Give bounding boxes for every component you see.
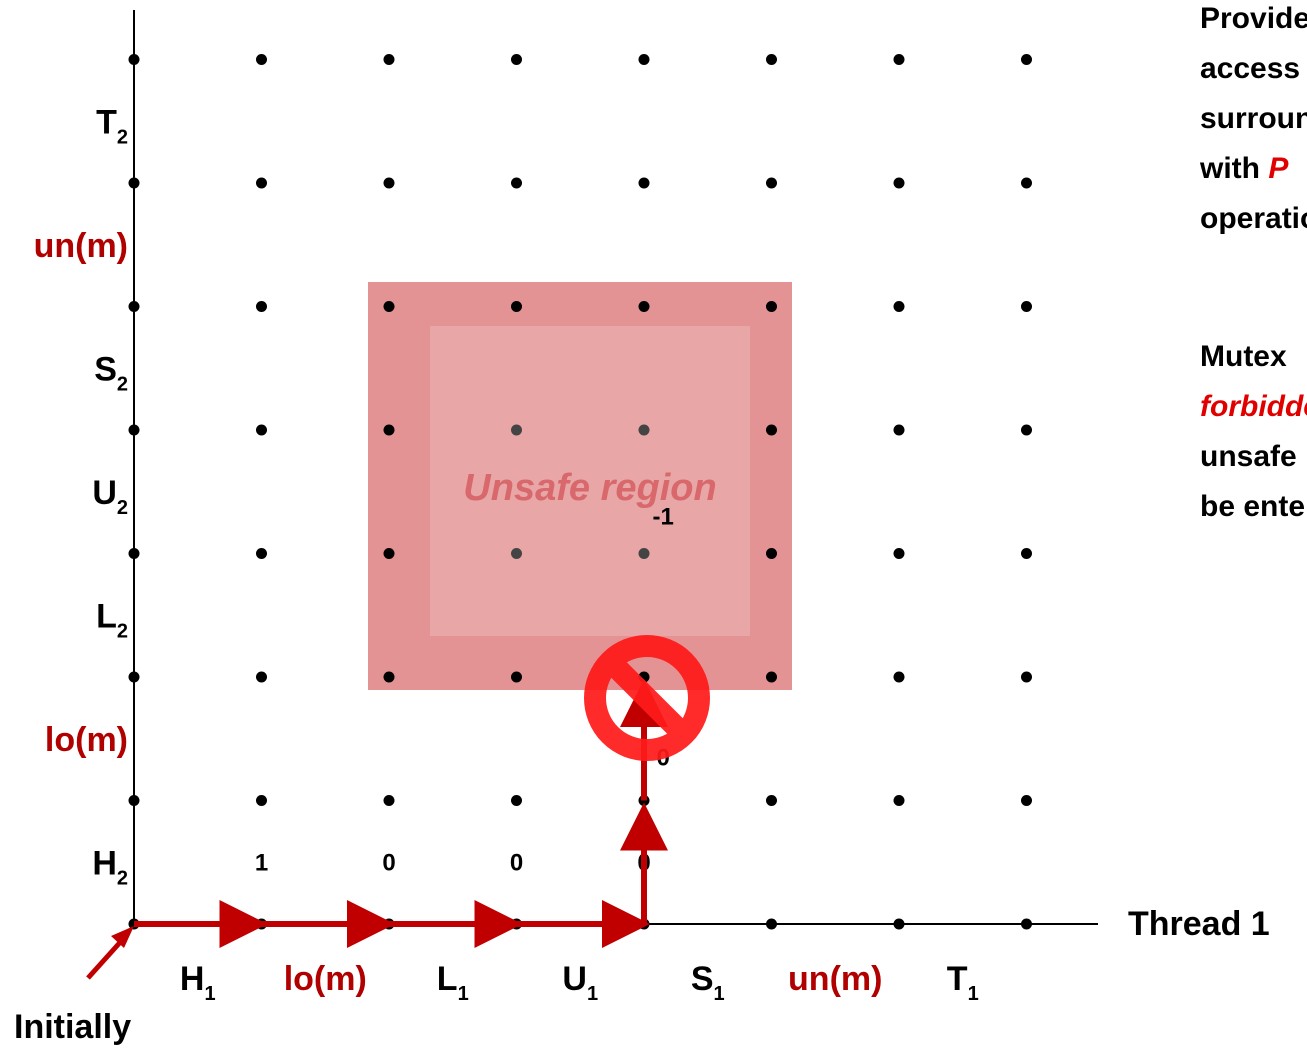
grid-dot — [638, 177, 650, 189]
y-step-label: S2 — [94, 350, 128, 395]
x-step-label: T1 — [947, 960, 979, 1005]
grid-dot — [256, 424, 267, 436]
grid-dot — [128, 177, 140, 189]
x-step-label: H1 — [180, 960, 216, 1005]
grid-dot — [638, 424, 650, 436]
grid-dot — [511, 424, 522, 436]
grid-dot — [1021, 301, 1032, 312]
grid-dot — [766, 671, 777, 683]
trajectory-path — [134, 679, 668, 948]
grid-dot — [1021, 54, 1032, 65]
grid-dot — [893, 918, 905, 930]
grid-dot — [256, 54, 267, 65]
grid-dot — [128, 795, 140, 806]
grid-dot — [893, 795, 905, 806]
side-note-line: operation — [1200, 202, 1307, 235]
grid-dot — [766, 795, 777, 806]
y-step-label: lo(m) — [45, 721, 128, 759]
side-note-line: forbidden — [1200, 390, 1307, 423]
grid-dot — [893, 54, 905, 65]
side-note-line: be entered — [1200, 490, 1307, 523]
side-note-line: Provide — [1200, 2, 1307, 35]
grid-dot — [638, 301, 650, 312]
grid-dot — [383, 671, 395, 683]
grid-dot — [511, 177, 522, 189]
grid-dot — [128, 548, 140, 559]
grid-dot — [893, 424, 905, 436]
x-axis-title: Thread 1 — [1128, 905, 1270, 943]
x-step-label: lo(m) — [284, 960, 367, 998]
grid-dot — [638, 54, 650, 65]
grid-dot — [1021, 671, 1032, 683]
grid-dot — [1021, 795, 1032, 806]
unsafe-region-label: Unsafe region — [463, 467, 716, 509]
grid-dot — [511, 548, 522, 559]
y-step-label: L2 — [96, 597, 128, 642]
y-step-label: un(m) — [34, 227, 128, 265]
grid-dot — [893, 177, 905, 189]
grid-dot — [256, 671, 267, 683]
mutex-values: 10000-1 — [255, 503, 674, 876]
grid-dot — [511, 54, 522, 65]
side-note-line: with P — [1199, 152, 1289, 185]
grid-dot — [383, 424, 395, 436]
grid-dot — [128, 301, 140, 312]
grid-dot — [383, 177, 395, 189]
grid-dot — [511, 301, 522, 312]
arrow-up-right-icon — [86, 926, 134, 980]
y-step-label: U2 — [92, 474, 128, 519]
grid-dot — [893, 548, 905, 559]
grid-dot — [256, 177, 267, 189]
origin-label: Initially — [14, 1008, 131, 1046]
mutex-value: 0 — [510, 849, 523, 876]
grid-dot — [511, 671, 522, 683]
x-step-label: un(m) — [788, 960, 882, 998]
grid-dot — [128, 54, 140, 65]
grid-dot — [1021, 424, 1032, 436]
grid-dot — [128, 424, 140, 436]
y-step-label: H2 — [92, 844, 128, 889]
grid-dot — [1021, 548, 1032, 559]
grid-dot — [256, 301, 267, 312]
grid-dot — [1021, 918, 1032, 930]
grid-dot — [766, 54, 777, 65]
grid-dot — [128, 671, 140, 683]
no-entry-icon — [584, 635, 710, 761]
grid-dot — [893, 301, 905, 312]
grid-dot — [638, 548, 650, 559]
side-note-line: Mutex — [1200, 340, 1287, 373]
mutex-value: 1 — [255, 849, 268, 876]
y-step-label: T2 — [96, 103, 128, 148]
x-step-label: U1 — [562, 960, 598, 1005]
x-step-label: L1 — [437, 960, 469, 1005]
side-note-line: access — [1200, 52, 1300, 85]
grid-dot — [766, 918, 777, 930]
grid-dot — [1021, 177, 1032, 189]
grid-dot — [766, 424, 777, 436]
grid-dot — [383, 548, 395, 559]
x-step-label: S1 — [691, 960, 725, 1005]
grid-dot — [766, 548, 777, 559]
unsafe-region-inner — [430, 326, 750, 636]
grid-dot — [256, 795, 267, 806]
side-notes: Provide access surround with P operationMute… — [1199, 2, 1307, 523]
grid-dot — [383, 301, 395, 312]
side-note-line: unsafe — [1200, 440, 1297, 473]
grid-dot — [893, 671, 905, 683]
mutex-value: -1 — [652, 503, 673, 530]
grid-dot — [511, 795, 522, 806]
side-note-line: surround — [1200, 102, 1307, 135]
grid-dot — [766, 177, 777, 189]
grid-dot — [383, 795, 395, 806]
thread2-step-labels: H2 lo(m) L2 U2 S2 un(m) T2 — [34, 103, 128, 889]
grid-dot — [766, 301, 777, 312]
thread1-step-labels: H1 lo(m) L1 U1 S1 un(m) T1 — [180, 960, 979, 1005]
grid-dot — [383, 54, 395, 65]
grid-dot — [256, 548, 267, 559]
mutex-value: 0 — [382, 849, 395, 876]
